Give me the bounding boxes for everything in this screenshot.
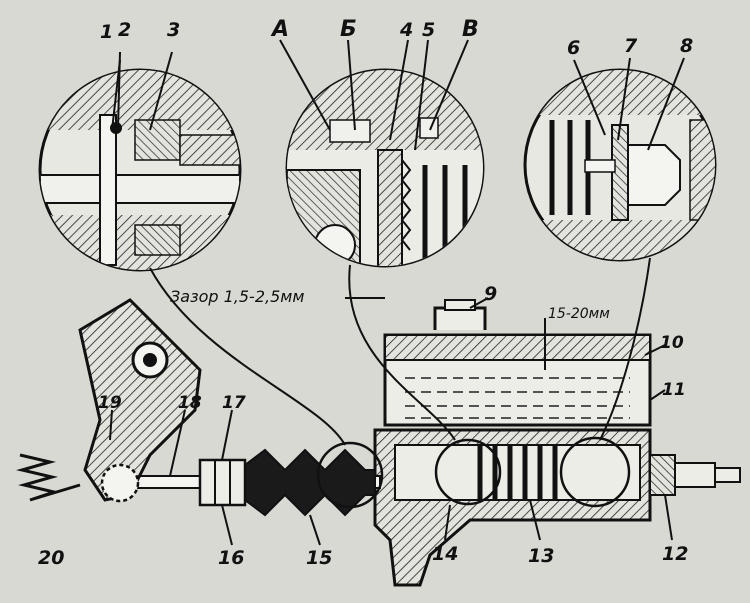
label-V: В	[462, 17, 479, 42]
label-2: 2	[118, 19, 131, 41]
cylinder-body	[16, 298, 741, 587]
label-5: 5	[422, 19, 435, 41]
label-14: 14	[432, 543, 458, 565]
leader-lines	[109, 39, 685, 546]
detail-circle-seal	[38, 68, 242, 272]
detail-circle-piston	[285, 68, 485, 268]
label-11: 11	[662, 380, 686, 400]
label-A: А	[270, 17, 289, 42]
label-18: 18	[178, 393, 202, 413]
label-12: 12	[662, 543, 688, 565]
label-6: 6	[567, 37, 580, 59]
label-9: 9	[484, 283, 497, 305]
fluid-level-annotation: 15-20мм	[548, 306, 610, 322]
label-17: 17	[222, 393, 246, 413]
label-1: 1	[100, 21, 113, 43]
label-13: 13	[528, 545, 554, 567]
part-labels: 1 2 3 А Б 4 5 В 6 7 8 9 10 11 12 13 14 1…	[38, 17, 693, 569]
label-20: 20	[38, 547, 64, 569]
detail-circle-valve	[523, 68, 717, 262]
label-16: 16	[218, 547, 244, 569]
gap-annotation: Зазор 1,5-2,5мм	[170, 287, 304, 306]
label-3: 3	[167, 19, 180, 41]
label-10: 10	[660, 333, 684, 353]
label-8: 8	[680, 35, 693, 57]
label-4: 4	[399, 19, 413, 41]
label-7: 7	[624, 35, 638, 57]
label-B: Б	[340, 17, 357, 42]
label-19: 19	[98, 393, 122, 413]
label-15: 15	[306, 547, 332, 569]
